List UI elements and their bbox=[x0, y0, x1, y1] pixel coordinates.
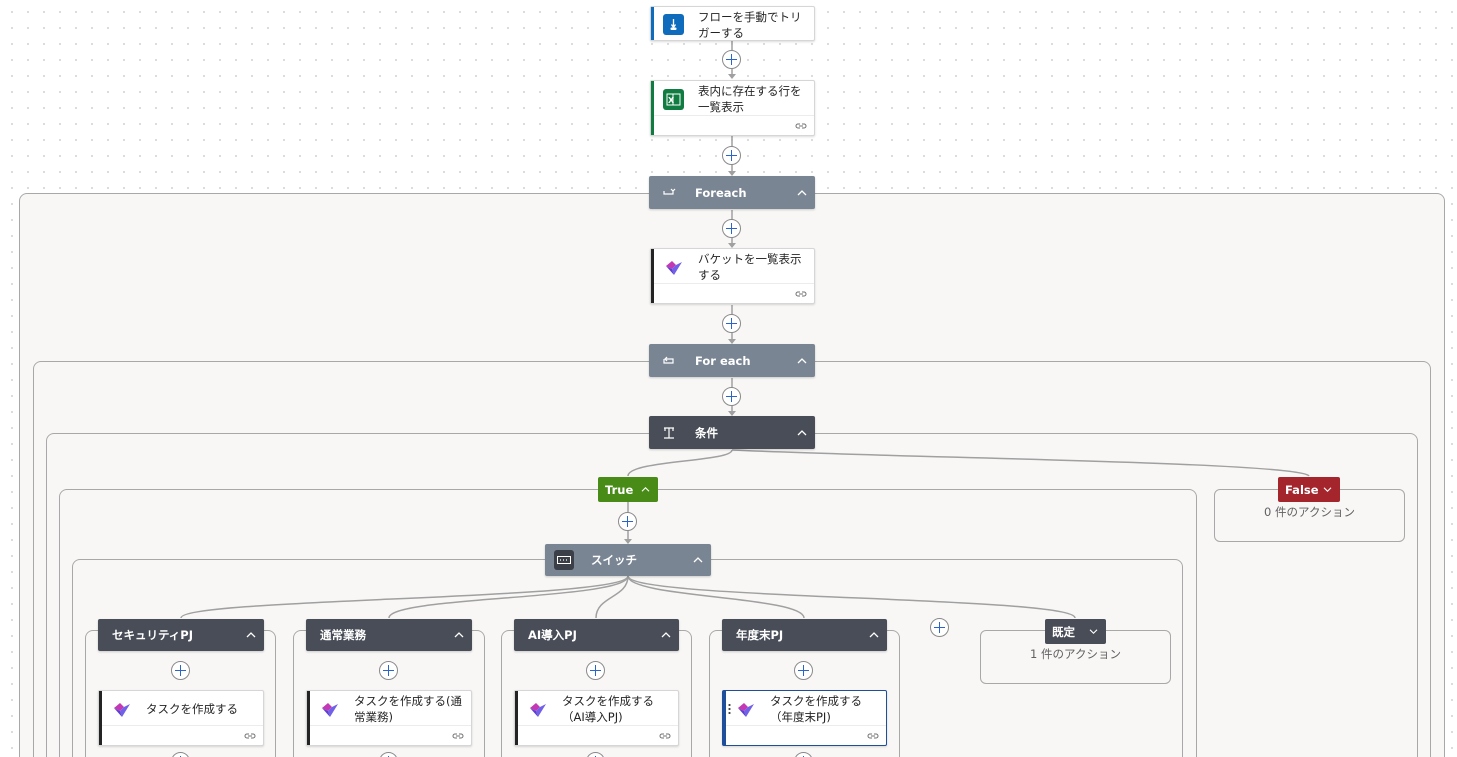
planner-icon bbox=[735, 699, 756, 720]
case-label: 通常業務 bbox=[320, 628, 366, 642]
manual-trigger-icon bbox=[663, 14, 684, 35]
trigger-card[interactable]: フローを手動でトリガーする bbox=[650, 6, 815, 41]
chevron-up-icon[interactable] bbox=[796, 357, 808, 365]
loop-icon bbox=[663, 356, 674, 364]
add-action-button[interactable] bbox=[722, 387, 741, 406]
link-icon bbox=[659, 733, 671, 739]
case-header-yearend[interactable]: 年度末PJ bbox=[722, 619, 887, 651]
add-action-button[interactable] bbox=[722, 146, 741, 165]
link-icon bbox=[867, 733, 879, 739]
planner-icon bbox=[319, 699, 340, 720]
link-icon bbox=[795, 123, 807, 129]
list-buckets-card[interactable]: バケットを一覧表示する bbox=[650, 248, 815, 304]
task-title: タスクを作成する(通常業務) bbox=[354, 694, 462, 724]
planner-icon bbox=[111, 699, 132, 720]
chevron-up-icon[interactable] bbox=[796, 429, 808, 437]
add-action-button[interactable] bbox=[722, 219, 741, 238]
excel-icon: X bbox=[663, 89, 684, 110]
chevron-up-icon[interactable] bbox=[245, 631, 257, 639]
create-task-card-normal[interactable]: タスクを作成する(通常業務) bbox=[306, 690, 472, 746]
create-task-card-security[interactable]: タスクを作成する bbox=[98, 690, 264, 746]
switch-label: スイッチ bbox=[591, 553, 637, 567]
chevron-down-icon[interactable] bbox=[1088, 628, 1099, 635]
false-branch-label: False bbox=[1285, 482, 1319, 497]
false-branch-tag[interactable]: False bbox=[1278, 477, 1340, 502]
condition-icon bbox=[664, 426, 674, 439]
task-title: タスクを作成する bbox=[146, 702, 238, 716]
chevron-down-icon[interactable] bbox=[1322, 486, 1333, 493]
add-action-button[interactable] bbox=[794, 661, 813, 680]
case-label: セキュリティPJ bbox=[112, 628, 194, 642]
condition-label: 条件 bbox=[695, 425, 718, 440]
case-header-normal[interactable]: 通常業務 bbox=[306, 619, 472, 651]
foreach-inner-label: For each bbox=[695, 353, 751, 368]
link-icon bbox=[452, 733, 464, 739]
task-title: タスクを作成する（年度末PJ) bbox=[770, 694, 862, 724]
case-label: 年度末PJ bbox=[736, 628, 784, 642]
add-action-button[interactable] bbox=[722, 50, 741, 69]
add-action-button[interactable] bbox=[722, 314, 741, 333]
chevron-up-icon[interactable] bbox=[692, 556, 704, 564]
list-buckets-title: バケットを一覧表示する bbox=[698, 252, 802, 282]
drag-handle-icon[interactable] bbox=[728, 703, 731, 715]
default-case-tag[interactable]: 既定 bbox=[1045, 619, 1106, 644]
case-label: AI導入PJ bbox=[528, 628, 577, 642]
list-rows-card[interactable]: X 表内に存在する行を一覧表示 bbox=[650, 80, 815, 136]
create-task-card-ai[interactable]: タスクを作成する（AI導入PJ) bbox=[514, 690, 679, 746]
switch-header[interactable]: スイッチ bbox=[545, 544, 711, 576]
chevron-up-icon[interactable] bbox=[640, 486, 651, 493]
trigger-title: フローを手動でトリガーする bbox=[698, 10, 802, 40]
true-branch-tag[interactable]: True bbox=[598, 477, 658, 502]
default-case-label: 既定 bbox=[1052, 624, 1075, 639]
foreach-outer-label: Foreach bbox=[695, 185, 747, 200]
add-case-button[interactable] bbox=[930, 618, 949, 637]
default-case-empty-text: 1 件のアクション bbox=[1030, 647, 1121, 661]
false-branch-empty-text: 0 件のアクション bbox=[1264, 505, 1355, 519]
list-rows-title: 表内に存在する行を一覧表示 bbox=[698, 84, 802, 114]
add-action-button[interactable] bbox=[171, 661, 190, 680]
case-header-security[interactable]: セキュリティPJ bbox=[98, 619, 264, 651]
foreach-outer-header[interactable]: Foreach bbox=[649, 176, 815, 209]
chevron-up-icon[interactable] bbox=[868, 631, 880, 639]
planner-icon bbox=[527, 699, 548, 720]
task-title: タスクを作成する（AI導入PJ) bbox=[562, 694, 654, 724]
chevron-up-icon[interactable] bbox=[453, 631, 465, 639]
true-branch-label: True bbox=[605, 482, 634, 497]
chevron-up-icon[interactable] bbox=[796, 189, 808, 197]
create-task-card-yearend[interactable]: タスクを作成する（年度末PJ) bbox=[722, 690, 887, 746]
switch-icon bbox=[554, 550, 574, 570]
link-icon bbox=[244, 733, 256, 739]
case-header-ai[interactable]: AI導入PJ bbox=[514, 619, 679, 651]
svg-text:X: X bbox=[668, 96, 675, 105]
condition-header[interactable]: 条件 bbox=[649, 416, 815, 449]
loop-icon bbox=[663, 188, 676, 195]
add-action-button[interactable] bbox=[379, 661, 398, 680]
foreach-inner-header[interactable]: For each bbox=[649, 344, 815, 377]
planner-icon bbox=[663, 257, 684, 278]
link-icon bbox=[795, 291, 807, 297]
add-action-button[interactable] bbox=[586, 661, 605, 680]
chevron-up-icon[interactable] bbox=[660, 631, 672, 639]
add-action-button[interactable] bbox=[618, 512, 637, 531]
